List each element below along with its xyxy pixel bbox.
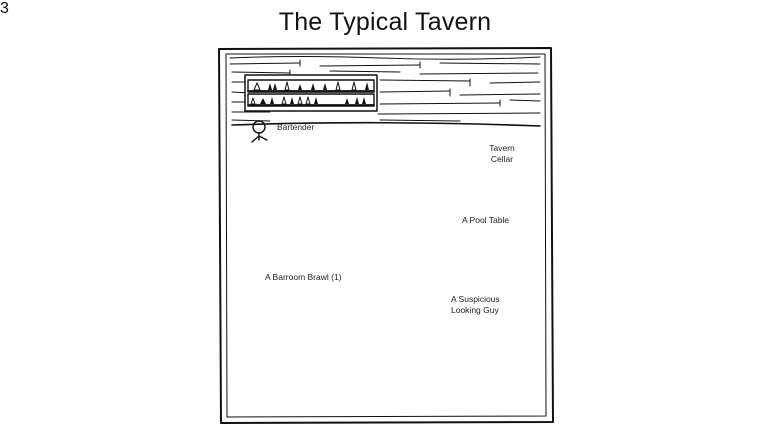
brawl-label: A Barroom Brawl (1) — [265, 272, 342, 282]
bartender-label: Bartender — [277, 122, 315, 132]
bartender-figure — [251, 120, 268, 143]
pool-table-label: A Pool Table — [462, 215, 510, 225]
outer-wall — [218, 47, 554, 424]
barroom-brawl-cloud: 3 — [0, 0, 9, 17]
suspicious-label-line1: A Suspicious — [451, 294, 500, 304]
suspicious-label-line2: Looking Guy — [451, 305, 499, 315]
cellar-label-line2: Cellar — [490, 154, 514, 164]
brawl-number: 3 — [0, 0, 9, 17]
page-title: The Typical Tavern — [278, 8, 492, 36]
cellar-label-line1: Tavern — [489, 143, 515, 153]
bottle-shelves — [244, 74, 378, 112]
